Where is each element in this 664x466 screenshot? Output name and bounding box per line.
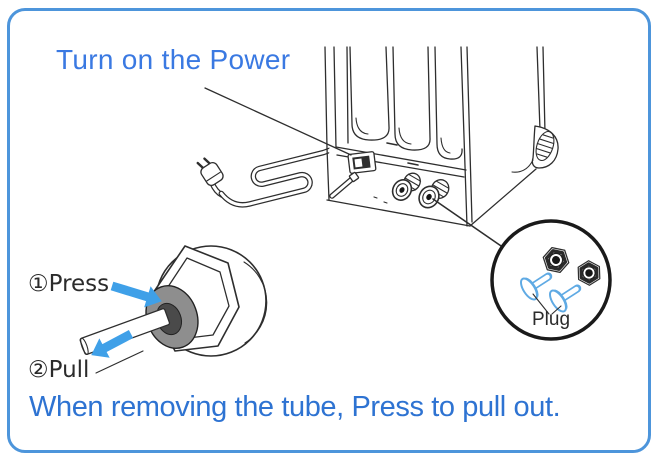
- press-arrow-icon: [110, 281, 162, 308]
- caption-label: When removing the tube, Press to pull ou…: [29, 391, 561, 423]
- title-label: Turn on the Power: [56, 44, 291, 75]
- power-switch: [347, 151, 377, 174]
- press-step-label: ①Press: [28, 271, 110, 297]
- callout-circle: [490, 219, 612, 341]
- plug-label-leader: [551, 305, 562, 315]
- title-leader-line: [204, 87, 352, 156]
- filter-cylinders: [349, 46, 463, 160]
- appliance: [324, 46, 559, 227]
- power-plug-icon: [196, 157, 224, 187]
- drip-tray: [511, 125, 559, 173]
- port-nut-icon: [542, 246, 570, 274]
- pull-label-leader: [95, 350, 144, 374]
- tube-ports: [391, 172, 450, 209]
- power-cord: [196, 146, 336, 208]
- page-border: [7, 8, 651, 453]
- fitting-zoom: [79, 245, 268, 374]
- plug-pin-icon: [549, 284, 582, 313]
- pull-arrow-icon: [91, 330, 134, 358]
- pull-step-label: ②Pull: [28, 357, 90, 383]
- plug-label-leader: [532, 293, 550, 315]
- plug-label: Plug: [531, 309, 571, 330]
- port-nut-icon: [577, 260, 601, 286]
- callout-leader-line: [432, 198, 505, 249]
